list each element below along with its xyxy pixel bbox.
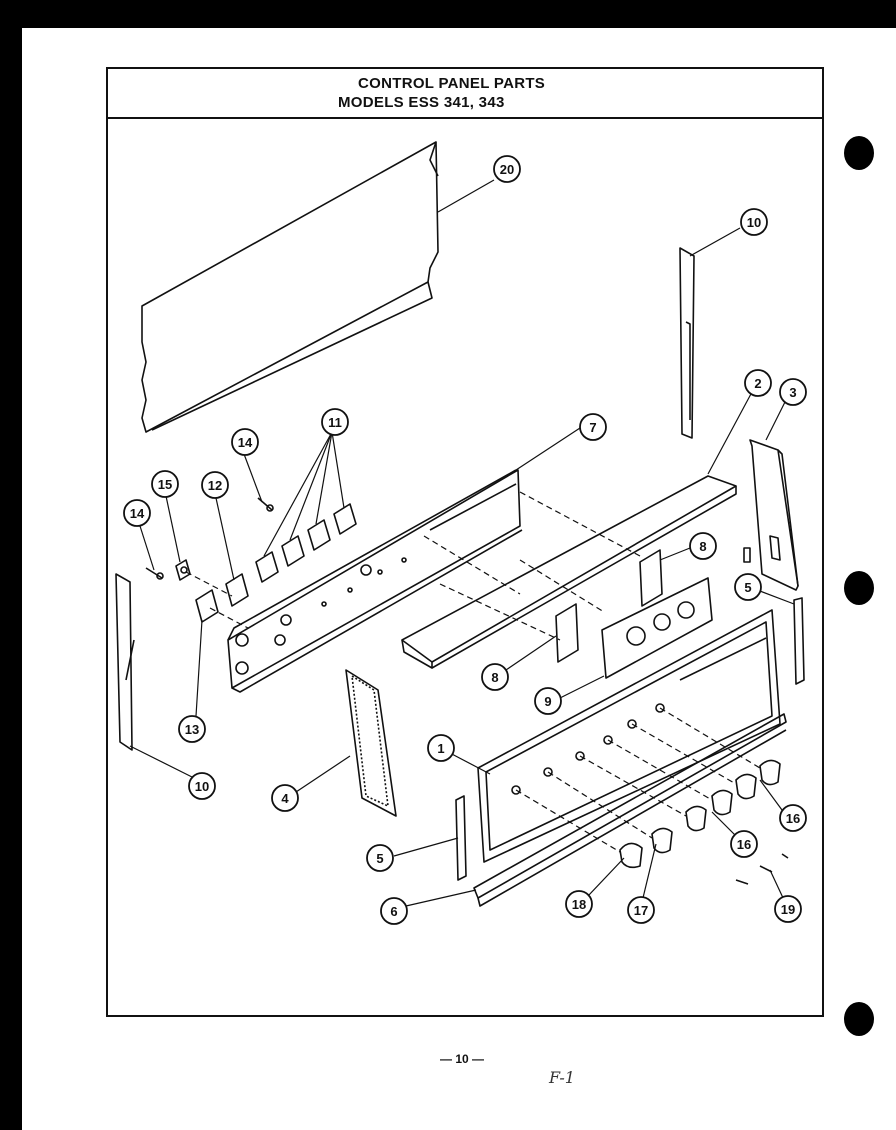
callout-16-left: 16 xyxy=(730,830,758,858)
callout-8-upper: 8 xyxy=(689,532,717,560)
part-14-screws xyxy=(145,497,274,580)
svg-text:9: 9 xyxy=(544,694,551,709)
part-20-rear-panel xyxy=(141,141,439,433)
part-15-clip xyxy=(175,559,191,581)
callout-9: 9 xyxy=(534,687,562,715)
svg-text:13: 13 xyxy=(185,722,199,737)
callout-11: 11 xyxy=(321,408,349,436)
svg-text:3: 3 xyxy=(789,385,796,400)
callout-7: 7 xyxy=(579,413,607,441)
part-10-left-strip xyxy=(115,573,135,751)
callout-4: 4 xyxy=(271,784,299,812)
svg-text:14: 14 xyxy=(130,506,145,521)
part-6-bottom-trim xyxy=(473,713,787,907)
diagram-frame: CONTROL PANEL PARTS MODELS ESS 341, 343 xyxy=(106,67,824,1017)
callout-3: 3 xyxy=(779,378,807,406)
svg-text:4: 4 xyxy=(281,791,289,806)
svg-text:18: 18 xyxy=(572,897,586,912)
part-19-clips xyxy=(735,853,789,885)
svg-text:11: 11 xyxy=(328,415,342,430)
page-number: — 10 — xyxy=(440,1052,485,1066)
callout-5-left: 5 xyxy=(366,844,394,872)
callout-10-left: 10 xyxy=(188,772,216,800)
part-1-front-panel xyxy=(477,609,781,863)
diagram-subtitle: MODELS ESS 341, 343 xyxy=(338,94,505,111)
part-9-dial-panel xyxy=(601,577,713,679)
callout-19: 19 xyxy=(774,895,802,923)
svg-text:5: 5 xyxy=(744,580,751,595)
svg-text:16: 16 xyxy=(786,811,800,826)
svg-text:8: 8 xyxy=(491,670,498,685)
svg-text:14: 14 xyxy=(238,435,253,450)
part-8-bracket-lower xyxy=(555,603,579,663)
svg-text:6: 6 xyxy=(390,904,397,919)
callout-13: 13 xyxy=(178,715,206,743)
svg-text:7: 7 xyxy=(589,420,596,435)
part-4-filter xyxy=(345,669,397,817)
part-7-control-bracket xyxy=(227,469,523,693)
callout-8-lower: 8 xyxy=(481,663,509,691)
binder-hole-bottom xyxy=(844,1002,874,1036)
part-5-strip-left xyxy=(455,795,467,881)
svg-text:1: 1 xyxy=(437,741,444,756)
callout-14-upper: 14 xyxy=(231,428,259,456)
part-5-strip-right xyxy=(793,597,805,685)
callout-14-lower: 14 xyxy=(123,499,151,527)
svg-text:8: 8 xyxy=(699,539,706,554)
svg-text:5: 5 xyxy=(376,851,383,866)
title-bar: CONTROL PANEL PARTS MODELS ESS 341, 343 xyxy=(108,69,822,119)
part-12-block xyxy=(225,573,249,607)
svg-text:10: 10 xyxy=(195,779,209,794)
knobs xyxy=(619,759,781,869)
callout-labels: 20 10 2 3 7 11 14 15 12 14 8 5 8 9 13 10… xyxy=(123,155,807,925)
callout-10-right: 10 xyxy=(740,208,768,236)
part-13-block xyxy=(195,589,219,623)
svg-text:15: 15 xyxy=(158,477,172,492)
callout-12: 12 xyxy=(201,471,229,499)
part-3-side-cap xyxy=(743,439,799,591)
callout-5-right: 5 xyxy=(734,573,762,601)
svg-text:16: 16 xyxy=(737,837,751,852)
binder-hole-middle xyxy=(844,571,874,605)
svg-text:20: 20 xyxy=(500,162,514,177)
callout-1: 1 xyxy=(427,734,455,762)
svg-text:10: 10 xyxy=(747,215,761,230)
callout-2: 2 xyxy=(744,369,772,397)
callout-17: 17 xyxy=(627,896,655,924)
callout-18: 18 xyxy=(565,890,593,918)
alignment-lines xyxy=(185,491,761,853)
part-2-top-trim xyxy=(401,475,737,669)
callout-20: 20 xyxy=(493,155,521,183)
part-10-right-strip xyxy=(679,247,695,439)
part-8-bracket-upper xyxy=(639,549,663,607)
callout-16-right: 16 xyxy=(779,804,807,832)
leader-lines xyxy=(129,179,795,907)
binder-hole-top xyxy=(844,136,874,170)
svg-text:12: 12 xyxy=(208,478,222,493)
callout-6: 6 xyxy=(380,897,408,925)
svg-text:19: 19 xyxy=(781,902,795,917)
svg-text:17: 17 xyxy=(634,903,648,918)
callout-15: 15 xyxy=(151,470,179,498)
part-11-switches xyxy=(255,503,357,583)
svg-text:2: 2 xyxy=(754,376,761,391)
diagram-title: CONTROL PANEL PARTS xyxy=(358,75,546,92)
page-mark: F-1 xyxy=(549,1068,575,1087)
